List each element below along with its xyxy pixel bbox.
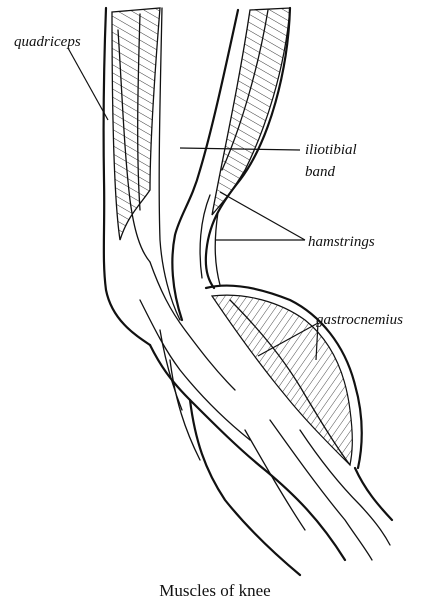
quadriceps-leader <box>68 48 108 120</box>
label-iliotibial: iliotibial <box>305 142 357 158</box>
figure-caption: Muscles of knee <box>159 581 270 600</box>
hamstrings-leader-upper <box>220 192 305 240</box>
label-gastrocnemius: gastrocnemius <box>316 312 403 328</box>
leg-illustration <box>104 8 392 575</box>
labels: quadriceps iliotibial band hamstrings ga… <box>14 34 403 328</box>
hamstring-shading <box>212 8 290 215</box>
label-band: band <box>305 164 336 180</box>
label-hamstrings: hamstrings <box>308 234 375 250</box>
label-quadriceps: quadriceps <box>14 34 81 50</box>
